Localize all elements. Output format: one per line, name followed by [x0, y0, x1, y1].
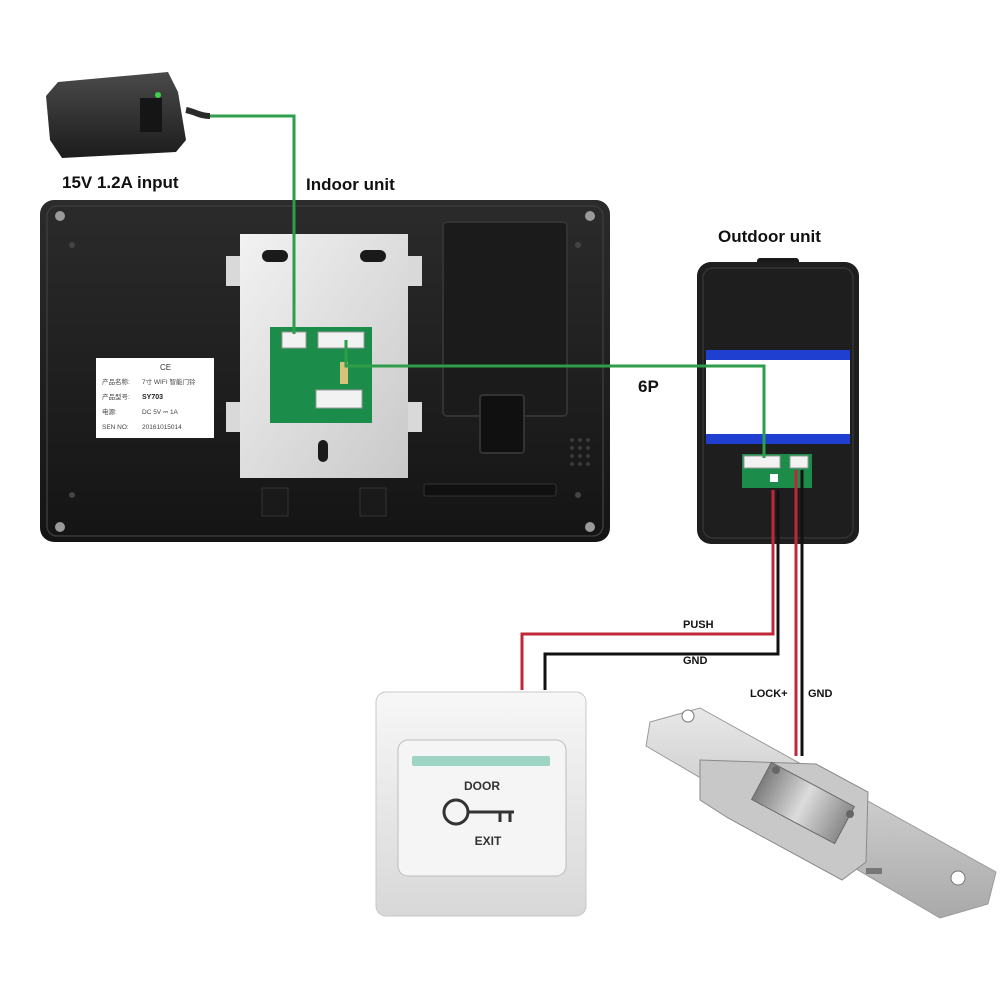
- outdoor-unit-label: Outdoor unit: [718, 227, 821, 246]
- power-input-label: 15V 1.2A input: [62, 173, 179, 192]
- gnd-button-wire: [543, 490, 780, 690]
- sticker-row1-val: 7寸 WIFI 智能门铃: [142, 377, 196, 386]
- power-connector: [281, 331, 307, 349]
- sticker-row2-val: SY703: [142, 394, 163, 401]
- sticker-row2-key: 产品型号:: [102, 392, 130, 401]
- 6p-wire: [344, 340, 766, 458]
- push-label: PUSH: [683, 619, 714, 631]
- speaker-grille: [570, 438, 590, 466]
- screw-icon: [55, 211, 65, 221]
- indoor-unit: CE 产品名称: 7寸 WIFI 智能门铃 产品型号: SY703 电源: DC…: [40, 200, 610, 542]
- exit-button-bottom-text: EXIT: [475, 834, 502, 848]
- push-wire: [520, 490, 775, 690]
- gnd-button-label: GND: [683, 655, 708, 667]
- gnd-lock-label: GND: [808, 688, 833, 700]
- lock-plus-label: LOCK+: [750, 688, 788, 700]
- screw-icon: [585, 211, 595, 221]
- electric-strike-lock: [645, 707, 997, 919]
- exit-button-top-text: DOOR: [464, 779, 500, 793]
- sticker-row4-val: 20161015014: [142, 424, 182, 431]
- sticker-row4-key: SEN NO:: [102, 424, 129, 431]
- adapter-led: [155, 92, 161, 98]
- screw-icon: [55, 522, 65, 532]
- wires: [210, 114, 804, 756]
- 6p-label: 6P: [638, 377, 659, 396]
- indoor-sticker: CE 产品名称: 7寸 WIFI 智能门铃 产品型号: SY703 电源: DC…: [96, 358, 214, 438]
- power-adapter: [46, 72, 211, 158]
- screw-icon: [585, 522, 595, 532]
- sticker-row3-key: 电源:: [102, 407, 117, 416]
- sticker-row3-val: DC 5V ⎓ 1A: [142, 409, 179, 416]
- key-icon: [442, 798, 514, 826]
- 6p-connector: [317, 331, 365, 349]
- power-wire: [210, 114, 296, 334]
- indoor-unit-label: Indoor unit: [306, 175, 395, 194]
- outdoor-unit: [697, 258, 859, 544]
- strike-bolt: [750, 761, 856, 845]
- sticker-row1-key: 产品名称:: [102, 377, 130, 386]
- cert-mark: CE: [160, 363, 171, 372]
- exit-button: DOOR EXIT: [375, 691, 587, 917]
